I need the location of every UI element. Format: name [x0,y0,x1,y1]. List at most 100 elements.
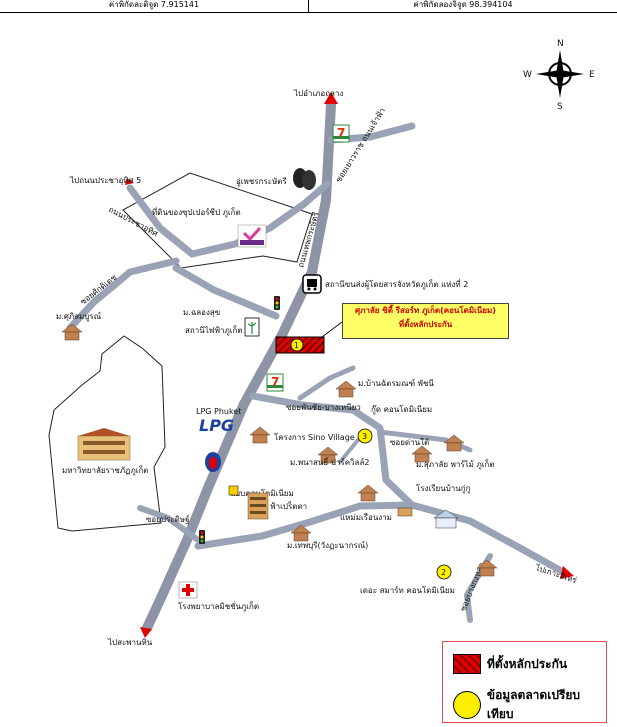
main-road [142,99,336,633]
condo-stripe [250,497,266,500]
seven-eleven-stripe-green [333,136,349,139]
power-icon-turbine [247,322,257,334]
road-label-dantai: ซอยด่านใต้ [390,438,429,447]
house-sirinakhon [61,323,83,341]
bus-icon-body [307,279,317,287]
compass-s: S [557,102,563,112]
house-wall [252,434,268,444]
compass-rose: N S E W [523,39,595,112]
house-sino [249,426,271,444]
compass-n: N [557,39,564,49]
road-power-west [172,264,280,320]
legend-row-subject: ที่ตั้งหลักประกัน [453,654,567,674]
traffic-light-red-2 [200,531,204,535]
road-northwest [126,180,331,258]
road-west [66,257,180,332]
lpg-logo-text: LPG [199,416,234,435]
tire-icon [293,168,316,190]
road-east-branch [377,429,473,453]
subject-number-circle [290,338,304,352]
compass-w: W [523,70,532,80]
power-icon [244,317,260,337]
moo-theppreecha-label: ม.เทพบุรี(วังฏะนากรณ์) [287,540,368,550]
house-wall [64,331,80,341]
supercheap-logo [237,224,267,248]
traffic-light-icon [274,296,280,310]
dest-south: ไปสะพานหิน [107,638,153,647]
tire-2 [302,170,316,190]
subject-callout: ศุภาลัย ซิตี้ รีสอร์ท ภูเก็ต(คอนโดมิเนีย… [342,303,509,339]
house-sukjai [357,484,379,502]
supercheap-label: ที่ดินของซุปเปอร์ชีป ภูเก็ต [152,206,241,218]
traffic-light-green-2 [200,539,204,543]
traffic-light-amber-2 [200,535,204,539]
legend-market-label: ข้อมูลตลาดเปรียบเทียบ [486,688,581,721]
school-label: โรงเรียนบ้านกู่กู [416,483,471,494]
university-windows-2 [83,450,125,454]
comparable-number-2: 2 [441,568,446,577]
moo-sirinakhon-label: ม.ศุภิสมบูรณ์ [56,311,102,322]
house-theppreecha [290,524,312,542]
condo-king-label: กู๊ด คอนโดมิเนียม [371,404,432,415]
university-building-icon [77,428,131,461]
comparable-marker-2 [436,564,452,580]
moo-sukadee-label: ม.สุภาลัย พาร์ไม้ ภูเก็ต [416,459,495,470]
university-wall [77,435,131,461]
callout-line-2: ที่ตั้งหลักประกัน [398,320,453,329]
road-label-yaowarat: ซอยเยาวราช ถนนเจ้าฟ้า [334,106,387,184]
map-legend: ที่ตั้งหลักประกัน ข้อมูลตลาดเปรียบเทียบ [442,641,607,723]
bus-icon-wheel-1 [307,287,311,291]
subject-number: 1 [294,341,299,350]
house-sukadee-2 [443,434,465,452]
seven-eleven-mark-2: 7 [271,375,279,389]
seven-eleven-stripe-green-2 [267,385,283,388]
house-wall [479,567,495,577]
seven-eleven-icon: 7 [332,124,350,143]
bus-icon-wheel-2 [313,287,317,291]
house-wall [360,492,376,502]
comparable-marker-3 [357,428,373,444]
longitude-text: ค่าพิกัดลองจิจูด 98.394104 [413,0,513,9]
arrow-northwest [125,178,134,185]
road-east-1 [249,392,569,577]
fanrat-label: ฟ้าเปร็ตตา [270,501,307,511]
condo-mini-logo [228,485,239,496]
road-southwest [137,505,201,543]
callout-pointer [317,321,343,341]
bus-icon [302,274,322,294]
house-wall [320,454,336,464]
house-wall [446,442,462,452]
legend-subject-label: ที่ตั้งหลักประกัน [487,656,568,671]
house-roof [411,445,433,455]
house-wall [338,388,354,398]
ptt-logo-icon [205,452,221,472]
compass-e: E [589,70,595,80]
traffic-light-red [275,297,279,301]
house-wall [293,532,309,542]
dest-north: ไปอำเภอถลาง [293,89,343,98]
legend-subject-swatch [453,654,481,674]
house-roof [61,323,83,333]
traffic-light-green [275,305,279,309]
header-divider [308,0,309,12]
university-roof [78,428,130,436]
moo-sukjai-label: แหม่มเรือนงาม [340,513,392,522]
legend-market-swatch [453,691,481,719]
supercheap-logo-bar [240,240,264,245]
moo-ban-kalaya-label: ม.บ้านฉัตรมณฑ์ พัชนี [358,378,434,388]
lpg-phuket-label: LPG Phuket [196,407,241,416]
tire-shop-label: อู่เพชรกระษัตรี [236,177,287,187]
road-label-phonchai: ซอยพันชัย-บางเหนียว [286,403,361,412]
hospital-icon [178,581,198,599]
university-label: มหาวิทยาลัยราชภัฏภูเก็ต [62,465,148,476]
latitude-text: ค่าพิกัดละติจูด 7.915141 [108,0,200,9]
university-parcel [48,335,166,532]
road-label-prachoeng: ซอยประดิษฐ์ [146,514,189,524]
callout-line-1: ศุภาลัย ซิตี้ รีสอร์ท ภูเก็ต(คอนโดมิเนีย… [355,306,496,315]
house-ban-kalaya [335,380,357,398]
moo-lungsuthep-label: ม.ฉลองสุข [183,308,220,317]
school-sign [397,507,413,517]
condo-building-icon [247,492,269,520]
comparable-number-3: 3 [362,432,367,441]
arrow-north [324,92,338,104]
